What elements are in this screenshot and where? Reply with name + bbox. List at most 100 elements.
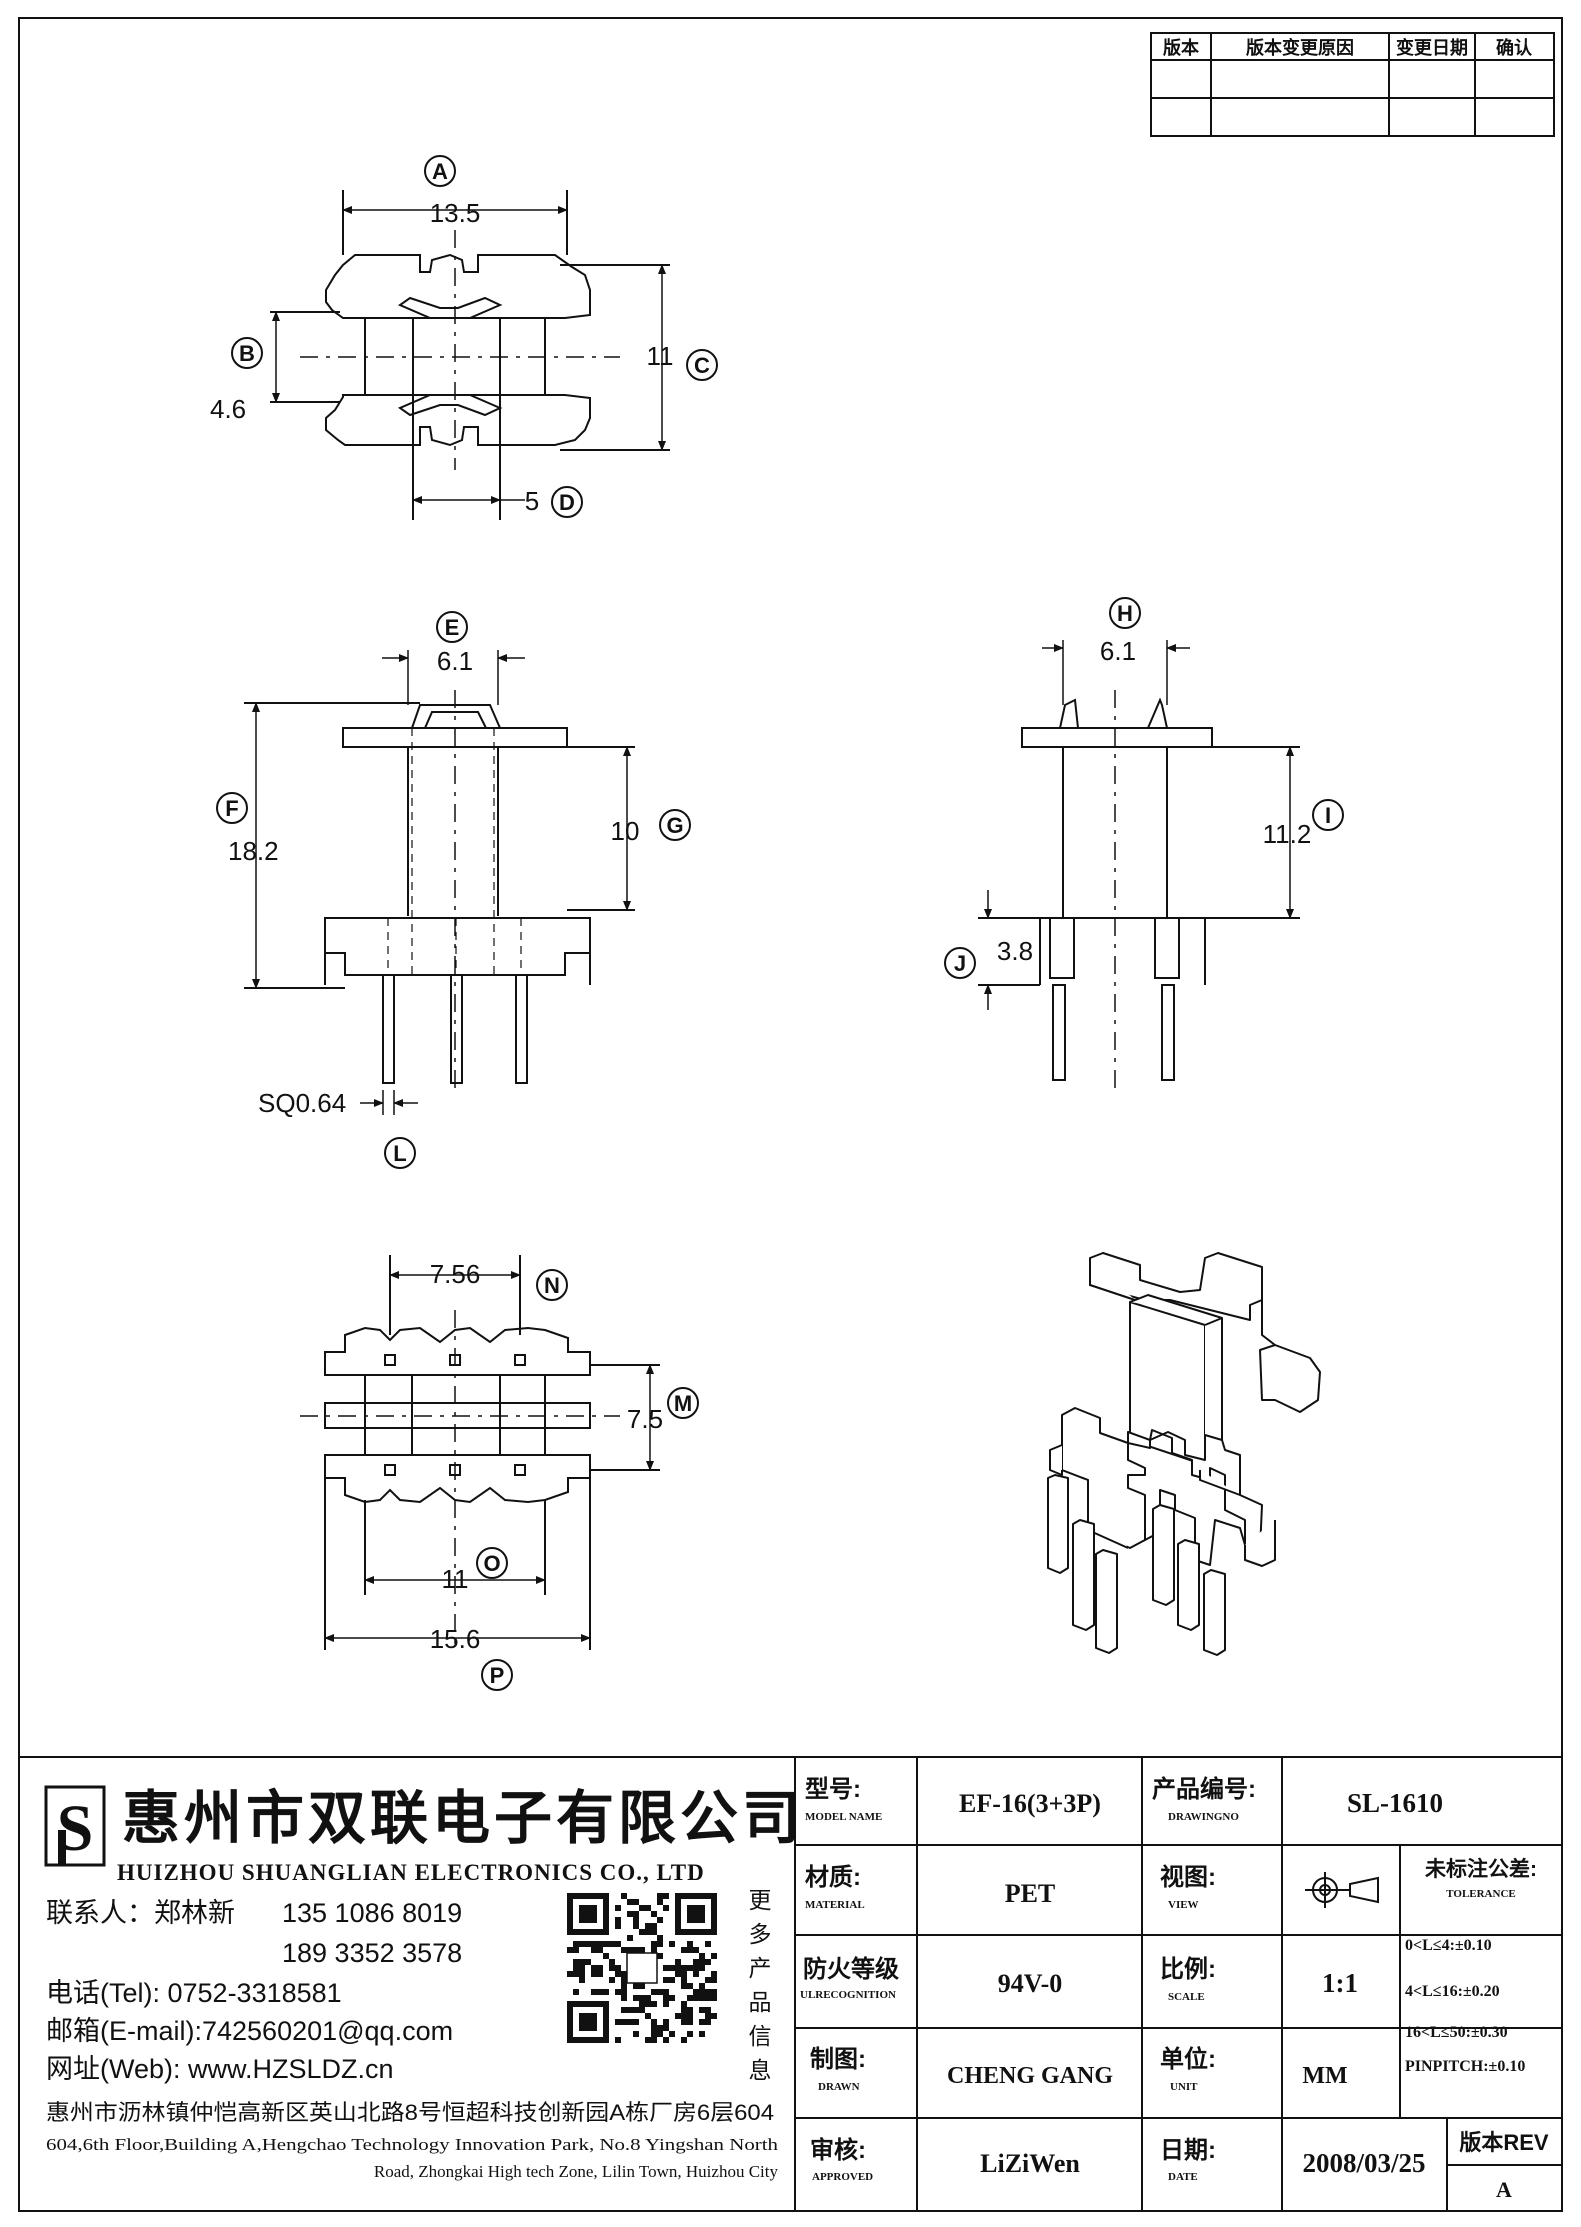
qr-caption: 更多产品信息	[749, 1887, 772, 2083]
bottom-view-dimension-lines	[324, 1271, 654, 1642]
company-name-en: HUIZHOU SHUANGLIAN ELECTRONICS CO., LTD	[117, 1860, 705, 1885]
revision-header-confirm: 确认	[1496, 37, 1533, 58]
dimension-balloon-j: J	[944, 947, 976, 979]
dimension-balloon-a: A	[424, 155, 456, 187]
projection-symbol-icon	[1305, 1872, 1379, 1908]
drawn-label: 制图:	[810, 2046, 866, 2073]
isometric-view	[1047, 1252, 1321, 1656]
svg-text:D: D	[559, 490, 575, 515]
dimension-value-j: 3.8	[997, 936, 1033, 966]
revision-header-reason: 版本变更原因	[1246, 37, 1354, 58]
svg-text:A: A	[432, 159, 448, 184]
dimension-balloon-m: M	[667, 1387, 699, 1419]
dimension-balloon-p: P	[481, 1659, 513, 1691]
view-sub: VIEW	[1168, 1899, 1199, 1911]
unit-label: 单位:	[1160, 2045, 1216, 2073]
drawing-no-label: 产品编号:	[1152, 1775, 1256, 1803]
tolerance-sub: TOLERANCE	[1446, 1888, 1515, 1900]
scale-value: 1:1	[1322, 1968, 1358, 1998]
drawing-no-sub: DRAWINGNO	[1168, 1811, 1239, 1823]
unit-sub: UNIT	[1170, 2081, 1198, 2093]
dimension-value-m: 7.5	[627, 1404, 663, 1434]
dimension-value-b: 4.6	[210, 394, 246, 424]
scale-label: 比例:	[1160, 1956, 1216, 1983]
top-view-dimension-lines	[272, 206, 666, 504]
sheet-border	[18, 17, 1563, 2212]
date-value: 2008/03/25	[1302, 2148, 1425, 2178]
svg-text:F: F	[225, 796, 238, 821]
approved-value: LiZiWen	[980, 2149, 1080, 2178]
address-cn: 惠州市沥林镇仲恺高新区英山北路8号恒超科技创新园A栋厂房6层604	[46, 2100, 774, 2125]
approved-label: 审核:	[810, 2136, 866, 2164]
dimension-value-n: 7.56	[430, 1259, 481, 1289]
revision-table	[1150, 32, 1555, 137]
address-en-2: Road, Zhongkai High tech Zone, Lilin Tow…	[374, 2162, 779, 2181]
dimension-balloon-b: B	[231, 337, 263, 369]
drawn-value: CHENG GANG	[947, 2063, 1113, 2089]
unit-value: MM	[1302, 2063, 1347, 2089]
rating-value: 94V-0	[998, 1969, 1063, 1998]
top-view	[270, 190, 670, 520]
front-view-hidden-lines	[387, 728, 522, 980]
svg-text:G: G	[666, 813, 683, 838]
contact-tel: 电话(Tel): 0752-3318581	[46, 1978, 342, 2008]
svg-text:P: P	[490, 1663, 505, 1688]
model-sub: MODEL NAME	[805, 1811, 882, 1823]
dimension-value-l: SQ0.64	[258, 1088, 346, 1118]
rating-sub: ULRECOGNITION	[800, 1989, 896, 2001]
svg-text:C: C	[694, 353, 710, 378]
revision-value: A	[1496, 2177, 1512, 2202]
svg-text:J: J	[954, 951, 966, 976]
svg-text:B: B	[239, 341, 255, 366]
front-view-dimension-lines	[252, 650, 631, 1115]
contact-phone-1: 135 1086 8019	[282, 1898, 462, 1928]
dimension-balloon-h: H	[1109, 597, 1141, 629]
drawn-sub: DRAWN	[818, 2081, 860, 2093]
revision-label: 版本REV	[1459, 2130, 1549, 2155]
date-sub: DATE	[1168, 2171, 1198, 2183]
svg-text:M: M	[674, 1391, 692, 1416]
dimension-value-f: 18.2	[228, 836, 279, 866]
dimension-balloon-i: I	[1312, 799, 1344, 831]
bottom-view	[324, 1255, 660, 1650]
revision-header-version: 版本	[1163, 37, 1199, 58]
material-sub: MATERIAL	[805, 1899, 865, 1911]
material-label: 材质:	[805, 1864, 861, 1891]
dimension-balloon-f: F	[216, 792, 248, 824]
date-label: 日期:	[1160, 2137, 1216, 2164]
model-value: EF-16(3+3P)	[959, 1789, 1101, 1818]
dimension-value-d: 5	[525, 486, 539, 516]
view-label: 视图:	[1160, 1864, 1216, 1891]
dimension-value-c: 11	[647, 341, 674, 371]
dimension-value-p: 15.6	[430, 1624, 481, 1654]
model-label: 型号:	[805, 1776, 861, 1803]
svg-text:N: N	[544, 1273, 560, 1298]
company-logo: S	[44, 1785, 106, 1867]
scale-sub: SCALE	[1168, 1991, 1205, 2003]
dimension-value-a: 13.5	[430, 198, 481, 228]
dimension-value-i: 11.2	[1263, 819, 1312, 849]
svg-text:H: H	[1117, 601, 1133, 626]
svg-text:I: I	[1325, 803, 1331, 828]
dimension-balloon-d: D	[551, 486, 583, 518]
revision-header-date: 变更日期	[1396, 37, 1468, 58]
qr-code	[567, 1893, 717, 2043]
dimension-balloon-n: N	[536, 1269, 568, 1301]
dimension-value-h: 6.1	[1100, 636, 1136, 666]
side-view-dimension-lines	[984, 640, 1294, 1010]
contact-person: 联系人：郑林新	[46, 1898, 235, 1928]
rating-label: 防火等级	[803, 1955, 899, 1983]
top-view-centerlines	[300, 230, 620, 470]
dimension-balloon-c: C	[686, 349, 718, 381]
contact-web: 网址(Web): www.HZSLDZ.cn	[46, 2054, 394, 2084]
dimension-value-g: 10	[611, 816, 640, 846]
tolerance-line-4: PINPITCH:±0.10	[1405, 2058, 1525, 2075]
tolerance-line-3: 16<L≤50:±0.30	[1405, 2024, 1508, 2041]
dimension-balloon-l: L	[384, 1137, 416, 1169]
tolerance-line-1: 0<L≤4:±0.10	[1405, 1937, 1492, 1954]
material-value: PET	[1005, 1879, 1056, 1908]
title-block-grid	[794, 1757, 1562, 2211]
dimension-balloon-e: E	[436, 611, 468, 643]
